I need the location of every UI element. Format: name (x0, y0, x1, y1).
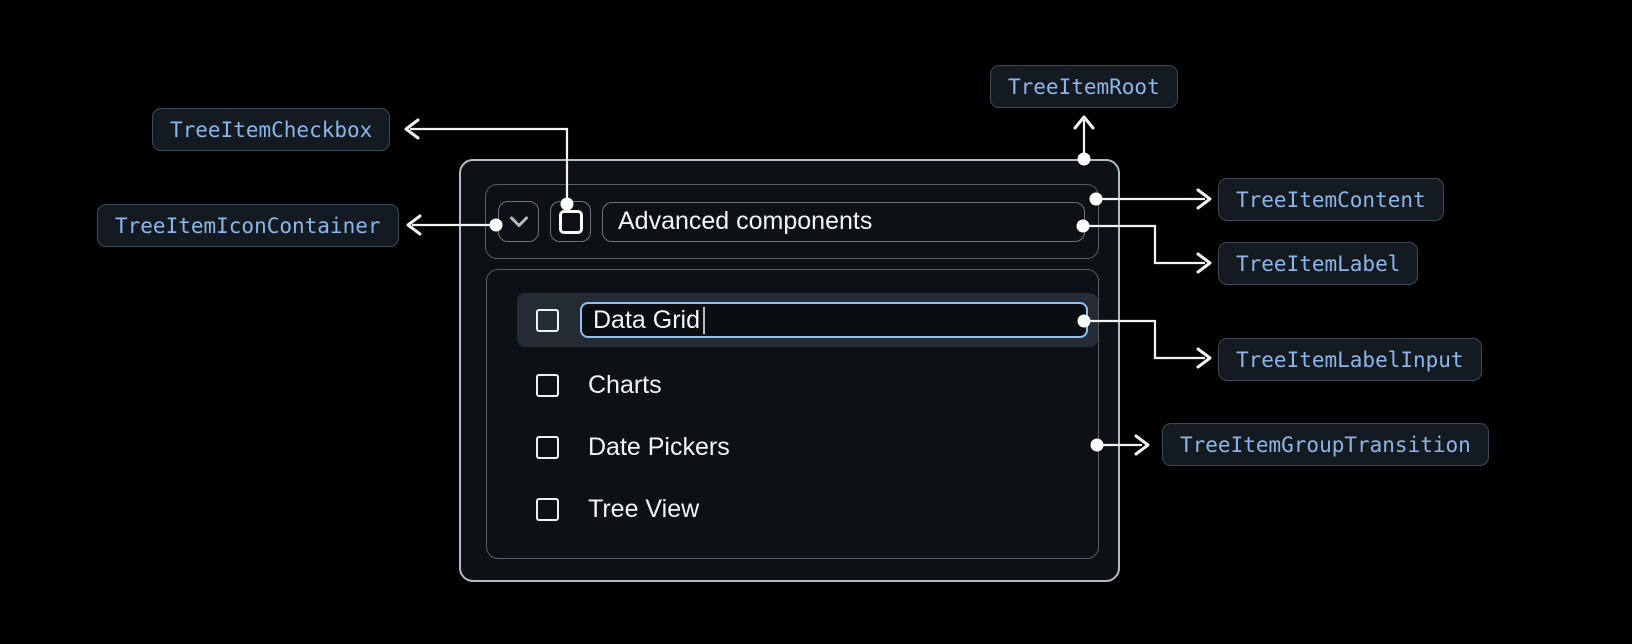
item-label-charts: Charts (588, 370, 662, 399)
annotation-tree-item-content: TreeItemContent (1218, 178, 1444, 221)
item-checkbox-date-pickers[interactable] (536, 435, 559, 459)
item-label-date-pickers: Date Pickers (588, 432, 730, 461)
annotation-tree-item-icon-container: TreeItemIconContainer (97, 204, 399, 247)
tree-item-row-charts[interactable]: Charts (487, 358, 1098, 412)
tree-item-content[interactable]: Advanced components (485, 184, 1099, 259)
tree-item-label-input[interactable]: Data Grid (580, 302, 1088, 338)
annotation-tree-item-group-transition: TreeItemGroupTransition (1162, 423, 1489, 466)
tree-item-group-transition: Data Grid Charts Date Pickers Tree View (486, 269, 1099, 559)
item-checkbox-data-grid[interactable] (536, 308, 559, 332)
checkbox-unchecked-icon (558, 209, 583, 234)
tree-item-row-date-pickers[interactable]: Date Pickers (487, 420, 1098, 474)
item-checkbox-tree-view[interactable] (536, 497, 559, 521)
annotation-tree-item-label: TreeItemLabel (1218, 242, 1419, 285)
annotation-tree-item-checkbox: TreeItemCheckbox (152, 108, 391, 151)
annotation-tree-item-label-input: TreeItemLabelInput (1218, 338, 1482, 381)
chevron-down-icon (509, 216, 528, 227)
item-checkbox-charts[interactable] (536, 373, 559, 397)
annotation-tree-item-root: TreeItemRoot (990, 65, 1178, 108)
tree-item-label[interactable]: Advanced components (602, 201, 1085, 242)
tree-item-icon-container[interactable] (498, 201, 539, 242)
text-caret (702, 306, 705, 334)
tree-item-row-tree-view[interactable]: Tree View (487, 482, 1098, 536)
item-label-tree-view: Tree View (588, 494, 700, 523)
parent-label-text: Advanced components (618, 207, 873, 235)
tree-item-checkbox[interactable] (550, 201, 591, 242)
label-input-value: Data Grid (593, 305, 700, 334)
tree-item-row-editing[interactable]: Data Grid (517, 293, 1098, 347)
tree-item-root: Advanced components Data Grid Charts Dat… (459, 159, 1120, 582)
